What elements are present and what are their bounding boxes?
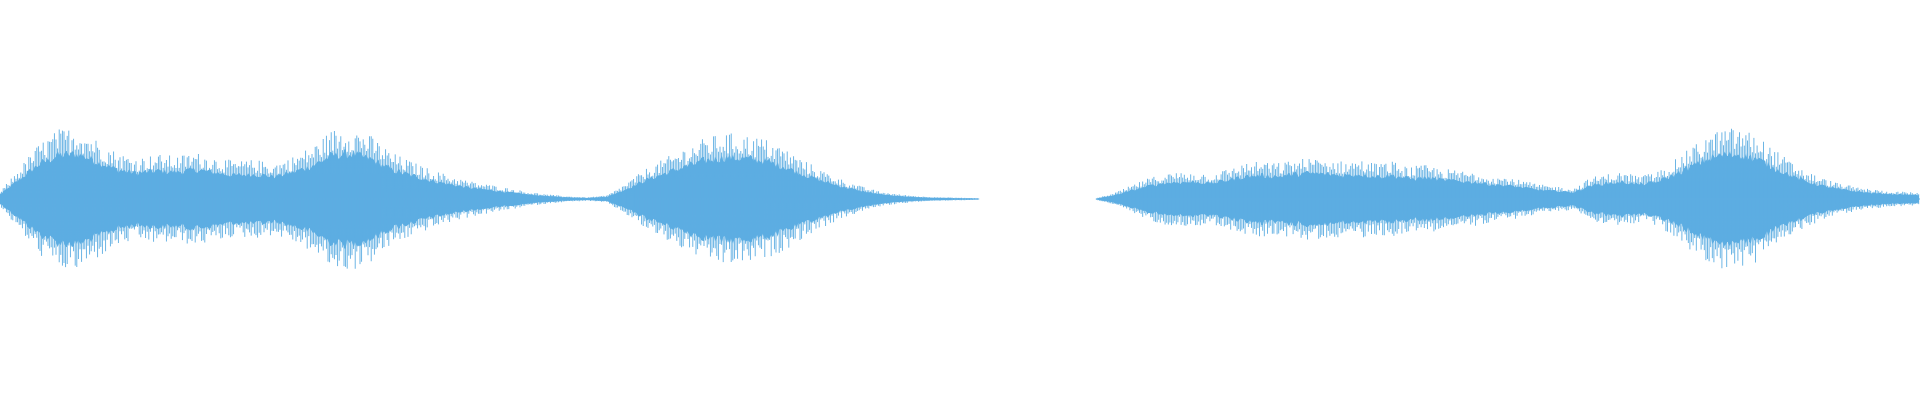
waveform-layer [0, 128, 1920, 269]
waveform-clip-2[interactable] [1095, 128, 1920, 269]
waveform-clip-1[interactable] [0, 129, 980, 269]
